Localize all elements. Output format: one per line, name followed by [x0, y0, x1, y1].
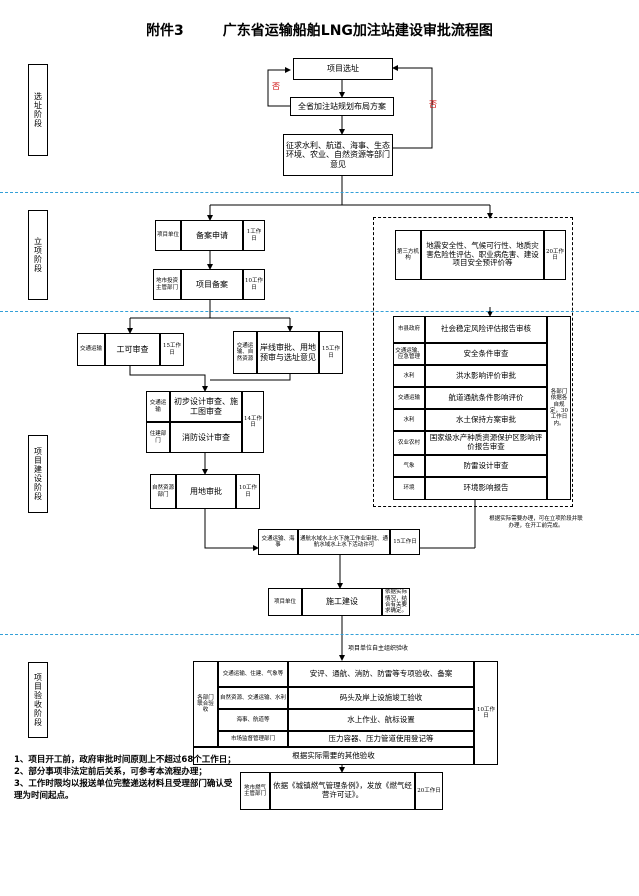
acceptance-dept: 海事、航道等 — [218, 709, 288, 731]
stage-site: 选址阶段 — [28, 64, 48, 156]
parallel-item: 安全条件审查 — [425, 343, 547, 365]
time-limit: 10工作日 — [243, 269, 265, 300]
time-limit: 10工作日 — [236, 474, 260, 509]
time-limit: 15工作日 — [319, 331, 343, 374]
dept-project-unit: 项目单位 — [268, 588, 302, 616]
parallel-item: 环境影响报告 — [425, 477, 547, 500]
parallel-dept: 水利 — [393, 409, 425, 431]
parallel-dept: 气象 — [393, 455, 425, 477]
label-no: 否 — [429, 100, 437, 109]
box-filing-application: 备案申请 — [181, 220, 243, 251]
parallel-item: 防雷设计审查 — [425, 455, 547, 477]
box-project-filing: 项目备案 — [181, 269, 243, 300]
stage-approval: 立项阶段 — [28, 210, 48, 300]
parallel-item: 水土保持方案审批 — [425, 409, 547, 431]
acceptance-other: 根据实际需要的其他验收 — [193, 747, 474, 765]
time-limit: 10工作日 — [474, 661, 498, 765]
dept-natural-resources: 自然资源部门 — [150, 474, 176, 509]
acceptance-dept: 市场监督管理部门 — [218, 731, 288, 747]
box-consult: 征求水利、航道、海事、生态环境、农业、自然资源等部门意见 — [283, 134, 393, 176]
box-shoreline-approval: 岸线审批、用地预审与选址意见 — [257, 331, 319, 374]
parallel-dept: 交通运输 — [393, 387, 425, 409]
time-limit: 20工作日 — [415, 772, 443, 810]
footnote: 3、工作时限均以报送单位完整递送材料且受理部门确认受理为时间起点。 — [14, 778, 233, 801]
acceptance-item: 码头及岸上设施竣工验收 — [288, 687, 474, 709]
box-layout-plan: 全省加注站规划布局方案 — [290, 97, 394, 116]
construction-note: 依据实际情况，结合有关要求确定。 — [382, 588, 410, 616]
parallel-item: 航道通航条件影响评价 — [425, 387, 547, 409]
dept-traffic: 交通运输 — [77, 333, 105, 366]
dept-traffic-maritime: 交通运输、海事 — [258, 529, 298, 555]
parallel-dept: 环境 — [393, 477, 425, 500]
dept-third-party: 第三方机构 — [395, 230, 421, 280]
parallel-dept: 水利 — [393, 365, 425, 387]
stage-construction: 项目建设阶段 — [28, 435, 48, 513]
footnotes: 1、项目开工前，政府审批时间原则上不超过68个工作日； 2、部分事项非法定前后关… — [14, 755, 236, 803]
time-limit: 1工作日 — [243, 220, 265, 251]
time-limit: 14工作日 — [242, 391, 264, 453]
stage-acceptance: 项目验收阶段 — [28, 662, 48, 738]
footnote: 2、部分事项非法定前后关系，可参考本流程办理； — [14, 766, 207, 777]
dept-housing: 住建部门 — [146, 422, 170, 453]
parallel-dept: 市县政府 — [393, 316, 425, 343]
dept-gas: 地市燃气主管部门 — [240, 772, 270, 810]
box-gas-license: 依据《城镇燃气管理条例》，发放《燃气经营许可证》。 — [270, 772, 415, 810]
box-assessments: 地震安全性、气候可行性、地质灾害危险性评估、职业病危害、建设项目安全预评价等 — [421, 230, 544, 280]
box-project-site: 项目选址 — [293, 58, 393, 80]
box-construction: 施工建设 — [302, 588, 382, 616]
acceptance-dept: 自然资源、交通运输、水利 — [218, 687, 288, 709]
joint-acceptance: 各部门联合验收 — [193, 661, 218, 747]
footnote: 1、项目开工前，政府审批时间原则上不超过68个工作日； — [14, 755, 236, 765]
box-feasibility-review: 工可审查 — [105, 333, 160, 366]
dept-project-unit: 项目单位 — [155, 220, 181, 251]
dept-investment: 地市投资主管部门 — [153, 269, 181, 300]
acceptance-dept: 交通运输、住建、气象等 — [218, 661, 288, 687]
stage-divider — [0, 192, 639, 193]
parallel-group-frame — [373, 217, 573, 507]
dept-traffic-nat-res: 交通运输、自然资源 — [233, 331, 257, 374]
label-self-check: 项目单位自主组织验收 — [348, 645, 409, 652]
parallel-time-note: 各部门依据各自规定，30工作日内。 — [547, 316, 571, 500]
parallel-side-note: 根据实际需要办理，可在立项阶段并联办理，在开工前完成。 — [489, 516, 583, 529]
box-land-approval: 用地审批 — [176, 474, 236, 509]
parallel-item: 洪水影响评价审批 — [425, 365, 547, 387]
time-limit: 20工作日 — [544, 230, 566, 280]
stage-divider — [0, 634, 639, 635]
acceptance-item: 安评、通航、消防、防雷等专项验收、备案 — [288, 661, 474, 687]
time-limit: 15工作日 — [390, 529, 420, 555]
parallel-dept: 农业农村 — [393, 431, 425, 455]
parallel-dept: 交通运输、应急管理 — [393, 343, 425, 365]
stage-divider — [0, 311, 639, 312]
box-water-works: 通航水域水上水下施工作业审批、通航水域水上水下活动许可 — [298, 529, 390, 555]
acceptance-item: 压力容器、压力管道使用登记等 — [288, 731, 474, 747]
dept-traffic: 交通运输 — [146, 391, 170, 422]
parallel-item: 国家级水产种质资源保护区影响评价报告审查 — [425, 431, 547, 455]
time-limit: 15工作日 — [160, 333, 184, 366]
box-fire-design: 消防设计审查 — [170, 422, 242, 453]
acceptance-item: 水上作业、航标设置 — [288, 709, 474, 731]
page-title: 附件3 广东省运输船舶LNG加注站建设审批流程图 — [146, 23, 493, 39]
parallel-item: 社会稳定风险评估报告审核 — [425, 316, 547, 343]
label-no: 否 — [272, 82, 280, 91]
box-preliminary-design: 初步设计审查、施工图审查 — [170, 391, 242, 422]
